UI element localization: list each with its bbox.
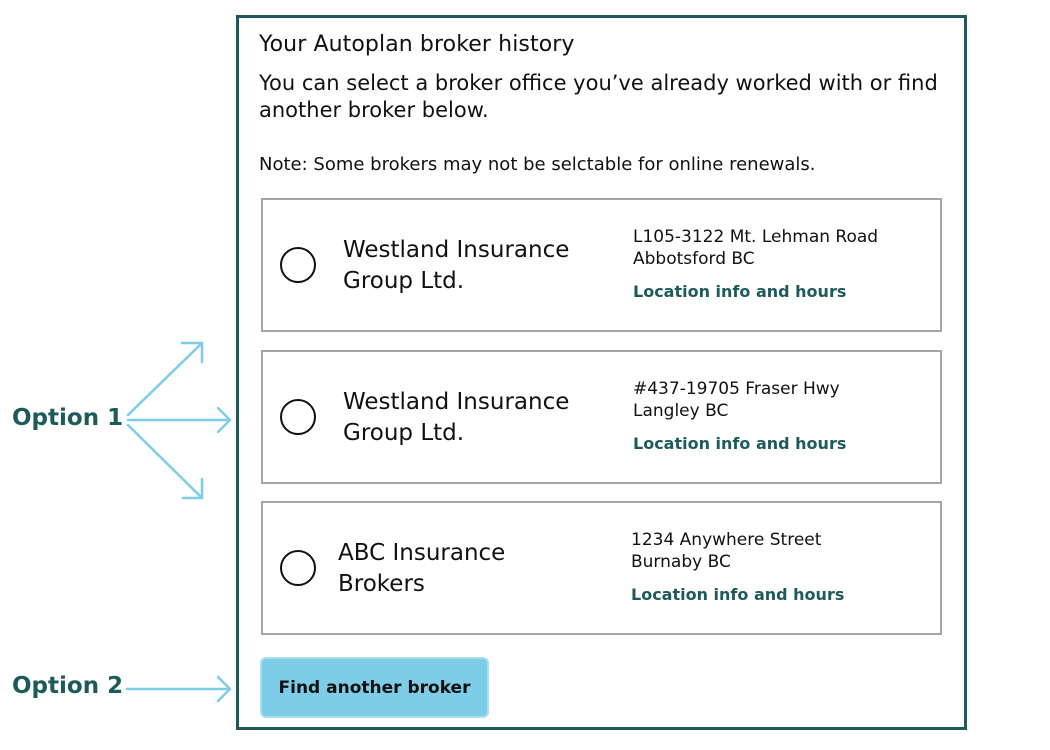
arrow-down-right-icon: [126, 423, 204, 500]
address-line: Abbotsford BC: [633, 249, 755, 269]
location-info-link[interactable]: Location info and hours: [631, 585, 845, 604]
note-text: Note: Some brokers may not be selctable …: [259, 154, 816, 175]
broker-option-card[interactable]: Westland Insurance Group Ltd. L105-3122 …: [261, 198, 942, 332]
broker-name-line: Westland Insurance: [343, 237, 570, 263]
broker-option-card[interactable]: Westland Insurance Group Ltd. #437-19705…: [261, 350, 942, 484]
arrow-up-right-icon: [126, 341, 204, 417]
location-info-link[interactable]: Location info and hours: [633, 434, 847, 453]
location-info-link[interactable]: Location info and hours: [633, 282, 847, 301]
broker-address: #437-19705 Fraser Hwy Langley BC: [633, 378, 933, 422]
broker-name-line: Westland Insurance: [343, 389, 570, 415]
address-line: #437-19705 Fraser Hwy: [633, 379, 840, 399]
address-line: Langley BC: [633, 401, 729, 421]
broker-name: ABC Insurance Brokers: [338, 538, 608, 600]
address-line: 1234 Anywhere Street: [631, 530, 822, 550]
option-2-label: Option 2: [12, 673, 124, 699]
option-1-label: Option 1: [12, 405, 124, 431]
broker-name-line: Group Ltd.: [343, 268, 465, 294]
broker-address: 1234 Anywhere Street Burnaby BC: [631, 529, 931, 573]
panel-title: Your Autoplan broker history: [259, 32, 575, 57]
broker-history-panel: Your Autoplan broker history You can sel…: [236, 15, 967, 730]
address-line: L105-3122 Mt. Lehman Road: [633, 227, 879, 247]
broker-radio-button[interactable]: [280, 247, 316, 283]
broker-radio-button[interactable]: [280, 399, 316, 435]
broker-name-line: ABC Insurance: [338, 540, 506, 566]
broker-name: Westland Insurance Group Ltd.: [343, 387, 613, 449]
broker-address: L105-3122 Mt. Lehman Road Abbotsford BC: [633, 226, 933, 270]
broker-name-line: Brokers: [338, 571, 425, 597]
broker-option-card[interactable]: ABC Insurance Brokers 1234 Anywhere Stre…: [261, 501, 942, 635]
find-another-broker-button[interactable]: Find another broker: [260, 657, 489, 718]
broker-radio-button[interactable]: [280, 550, 316, 586]
broker-name: Westland Insurance Group Ltd.: [343, 235, 613, 297]
arrow-right-icon: [125, 675, 232, 703]
broker-name-line: Group Ltd.: [343, 420, 465, 446]
intro-text: You can select a broker office you’ve al…: [259, 71, 938, 122]
address-line: Burnaby BC: [631, 552, 731, 572]
arrow-right-icon: [126, 406, 232, 434]
